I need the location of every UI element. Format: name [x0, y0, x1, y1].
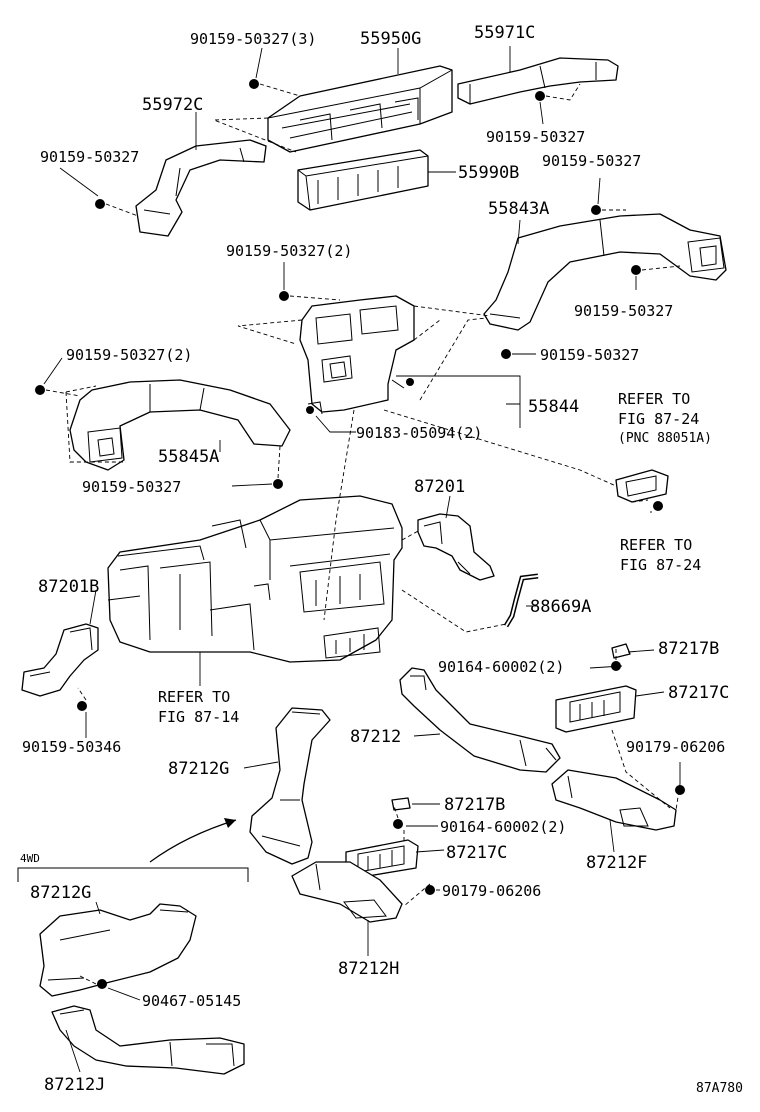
defroster-nozzle-55950g: [267, 65, 453, 153]
label-90159-50327-d: 90159-50327: [574, 302, 673, 320]
leader-lines: [43, 46, 681, 1073]
label-refer-to-b2: FIG 87-24: [620, 556, 701, 574]
duct-87201: [417, 513, 495, 581]
label-90159-50327-2b: 90159-50327(2): [66, 346, 192, 364]
label-87212g-b: 87212G: [30, 883, 91, 903]
ecu-88051a-ref: [615, 469, 669, 503]
part-labels: 90159-50327(3) 55950G 55971C 55972C 9015…: [20, 23, 743, 1096]
label-90159-50327-b: 90159-50327: [40, 148, 139, 166]
clip-87217b-lower: [391, 797, 411, 811]
duct-87212g-center: [249, 707, 331, 865]
duct-55845a: [69, 379, 291, 471]
label-87212g-a: 87212G: [168, 759, 229, 779]
label-87217b-a: 87217B: [658, 639, 719, 659]
figure-code: 87A780: [696, 1081, 743, 1096]
label-90159-50327-2a: 90159-50327(2): [226, 242, 352, 260]
label-87212j: 87212J: [44, 1075, 105, 1095]
label-90159-50327-c: 90159-50327: [542, 152, 641, 170]
label-90159-50327-a: 90159-50327: [486, 128, 585, 146]
clip-87217b-upper: [611, 643, 631, 659]
side-defroster-duct-55971c: [457, 57, 619, 105]
label-55845a: 55845A: [158, 447, 219, 467]
defroster-grille-55990b: [297, 149, 429, 211]
label-90159-50327-e: 90159-50327: [540, 346, 639, 364]
center-duct-55844: [299, 295, 415, 415]
label-refer-to-b1: REFER TO: [620, 536, 692, 554]
bolts: [35, 79, 685, 989]
label-87212f: 87212F: [586, 853, 647, 873]
duct-87201b: [21, 623, 99, 697]
label-refer-to-a3: (PNC 88051A): [618, 431, 712, 446]
duct-87212f: [551, 769, 677, 831]
label-90183-05094: 90183-05094(2): [356, 424, 482, 442]
label-refer-to-c2: FIG 87-14: [158, 708, 239, 726]
register-87217c-lower: [345, 839, 419, 879]
duct-87212: [399, 667, 561, 773]
label-87201b: 87201B: [38, 577, 99, 597]
label-55950g: 55950G: [360, 29, 421, 49]
label-87212: 87212: [350, 727, 401, 747]
label-87217c-b: 87217C: [446, 843, 507, 863]
label-90164-60002-a: 90164-60002(2): [438, 658, 564, 676]
label-55990b: 55990B: [458, 163, 519, 183]
label-90164-60002-b: 90164-60002(2): [440, 818, 566, 836]
label-87201: 87201: [414, 477, 465, 497]
side-defroster-duct-55972c: [135, 139, 267, 237]
label-55972c: 55972C: [142, 95, 203, 115]
register-87217c-upper: [555, 685, 637, 733]
label-90179-06206-a: 90179-06206: [626, 738, 725, 756]
label-55843a: 55843A: [488, 199, 549, 219]
label-55971c: 55971C: [474, 23, 535, 43]
label-refer-to-a2: FIG 87-24: [618, 410, 699, 428]
label-90159-50327-3: 90159-50327(3): [190, 30, 316, 48]
label-90179-06206-b: 90179-06206: [442, 882, 541, 900]
label-87212h: 87212H: [338, 959, 399, 979]
hose-88669a: [503, 573, 539, 628]
duct-87212j-4wd: [51, 1005, 245, 1075]
duct-87212g-4wd: [39, 903, 197, 997]
label-88669a: 88669A: [530, 597, 591, 617]
label-90467-05145: 90467-05145: [142, 992, 241, 1010]
heater-unit-assembly: [107, 495, 403, 663]
label-87217b-b: 87217B: [444, 795, 505, 815]
assembly-dash-lines: [45, 83, 681, 985]
label-refer-to-a1: REFER TO: [618, 390, 690, 408]
label-87217c-a: 87217C: [668, 683, 729, 703]
label-55844: 55844: [528, 397, 579, 417]
duct-87212h: [291, 861, 403, 923]
label-90159-50327-f: 90159-50327: [82, 478, 181, 496]
label-4wd: 4WD: [20, 852, 40, 865]
label-refer-to-c1: REFER TO: [158, 688, 230, 706]
label-90159-50346: 90159-50346: [22, 738, 121, 756]
